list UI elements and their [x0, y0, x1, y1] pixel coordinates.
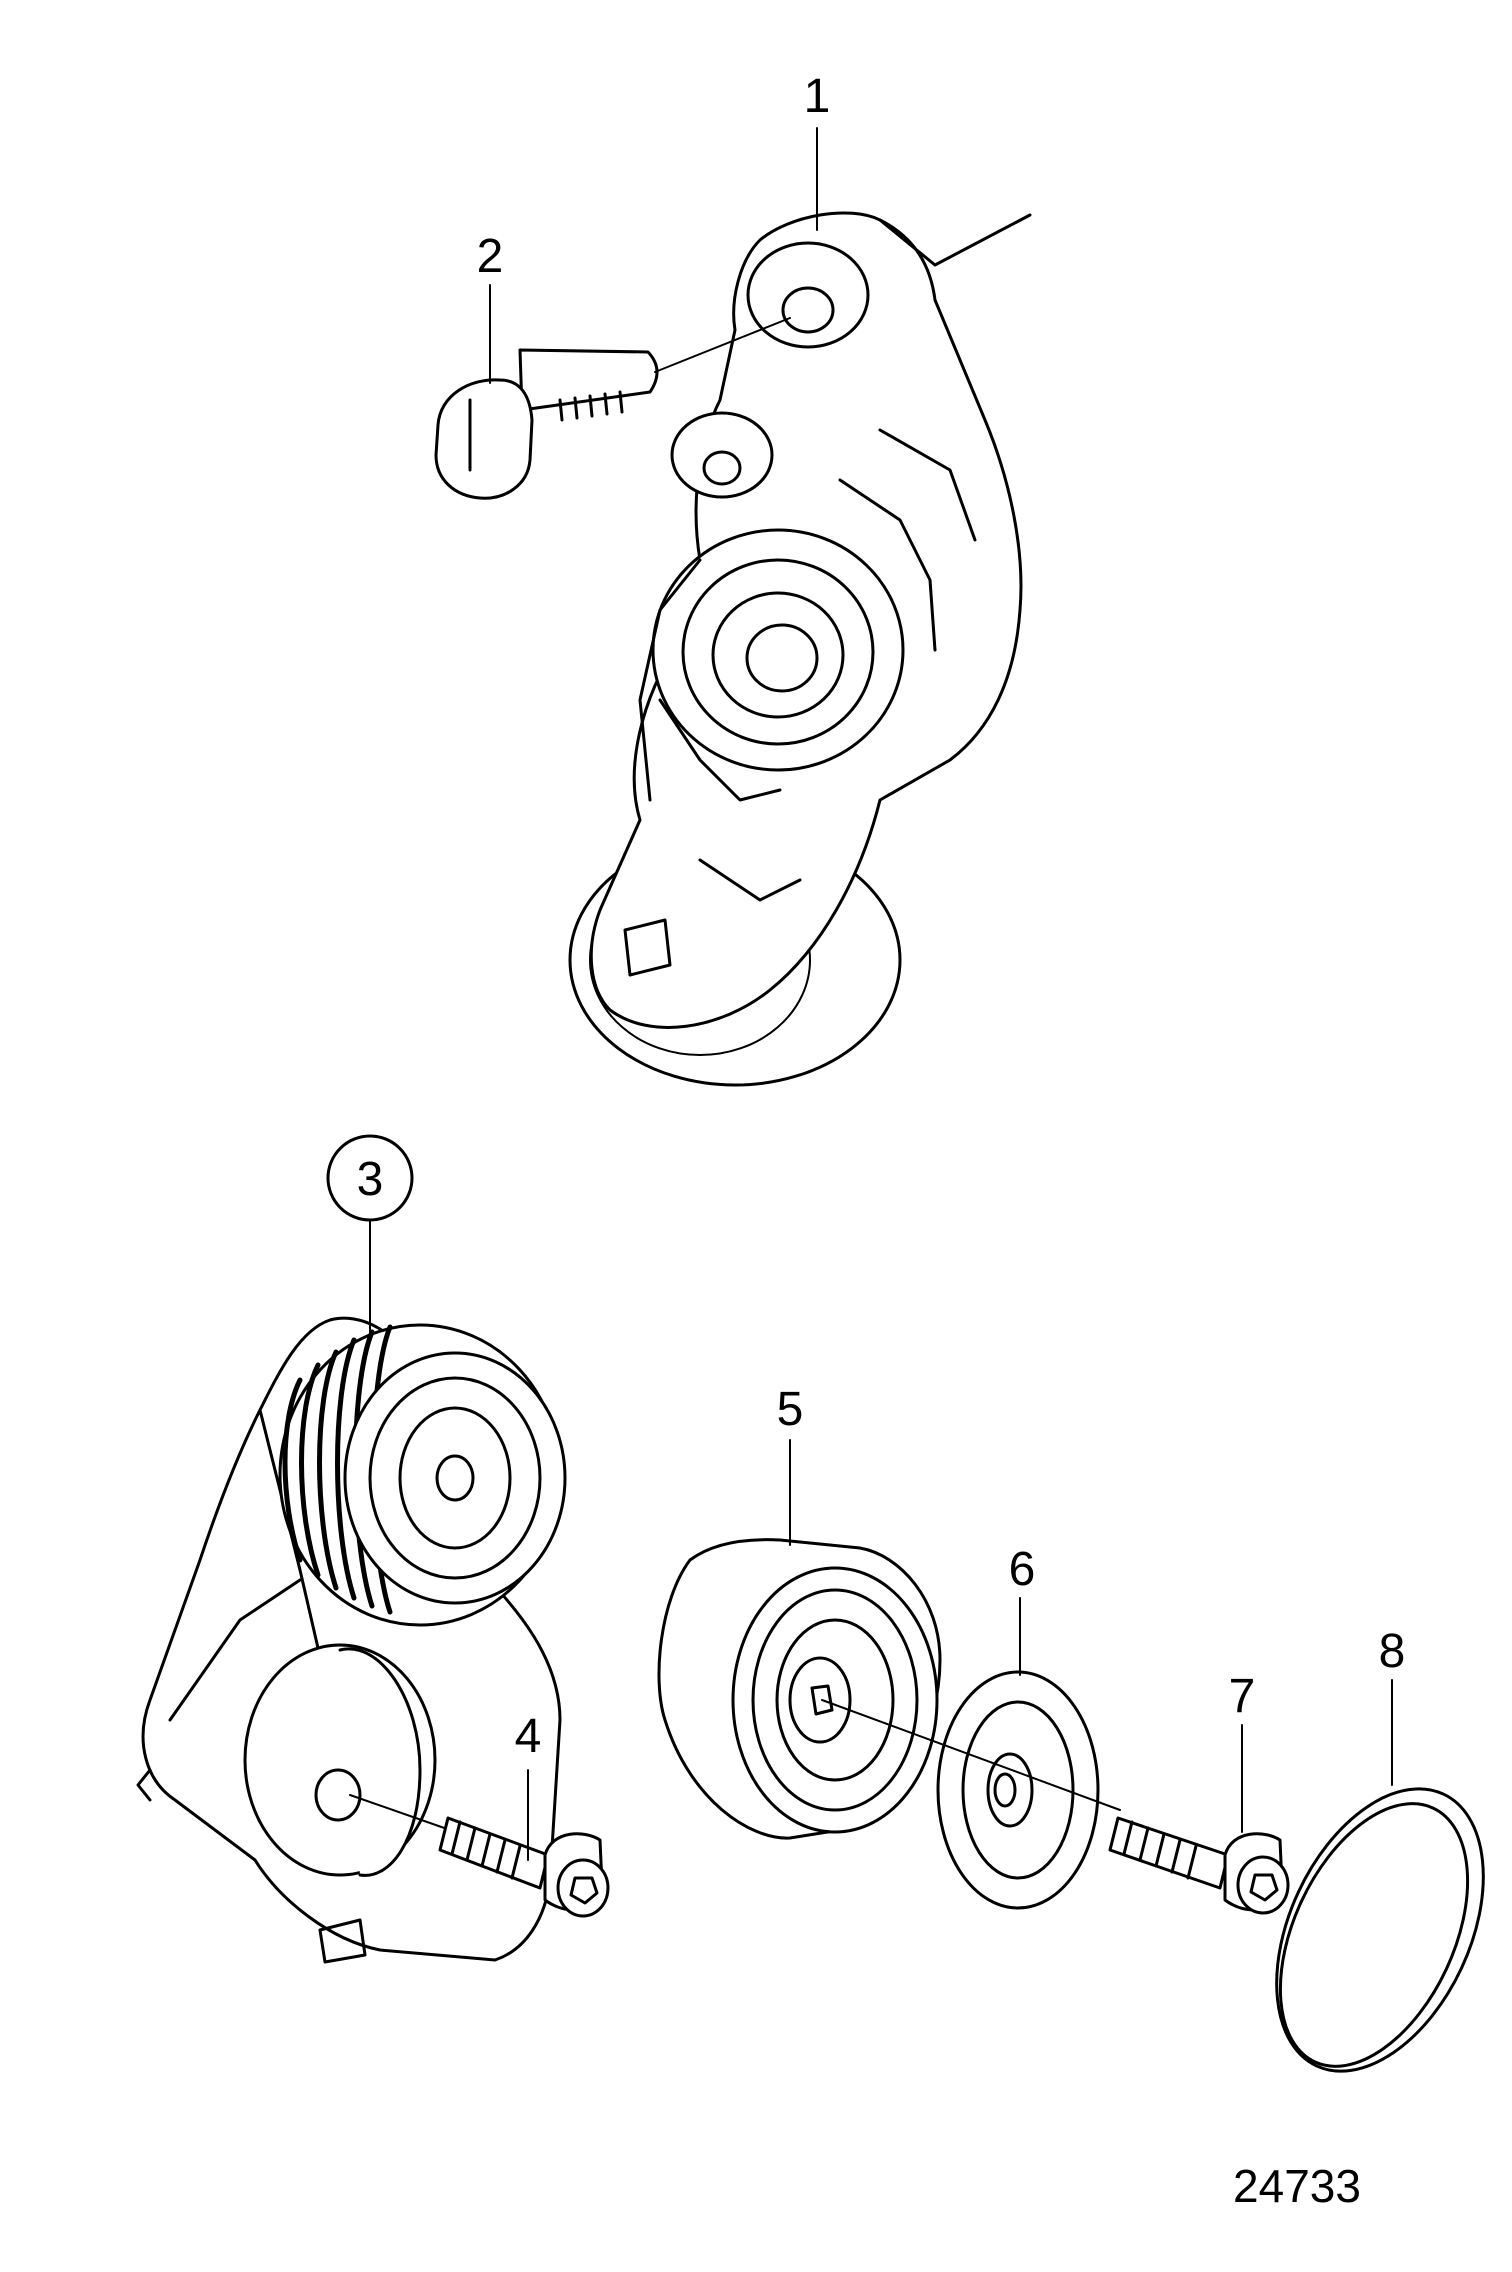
callout-part-3-circle	[326, 1134, 414, 1222]
callout-part-6: 6	[1009, 1543, 1036, 1596]
socket-head-screw	[349, 1794, 610, 1918]
callout-part-3: 3	[357, 1153, 384, 1206]
cover-cap	[1275, 1787, 1485, 2073]
tensioner-bracket	[568, 211, 1032, 1087]
figure-number: 24733	[1233, 2160, 1361, 2212]
tensioner-assembly	[136, 1316, 567, 1964]
flange-bolt	[434, 317, 791, 500]
washer	[936, 1670, 1100, 1910]
assembly-axis	[821, 1699, 1121, 1811]
leader-lines	[369, 127, 1393, 1861]
socket-head-screw	[1108, 1816, 1290, 1915]
callout-part-7: 7	[1229, 1670, 1256, 1723]
idler-roller	[657, 1538, 942, 1840]
callout-part-2: 2	[477, 230, 504, 283]
callout-part-1: 1	[804, 70, 831, 123]
callout-part-8: 8	[1379, 1625, 1406, 1678]
callout-part-4: 4	[515, 1710, 542, 1763]
callout-part-5: 5	[777, 1383, 804, 1436]
